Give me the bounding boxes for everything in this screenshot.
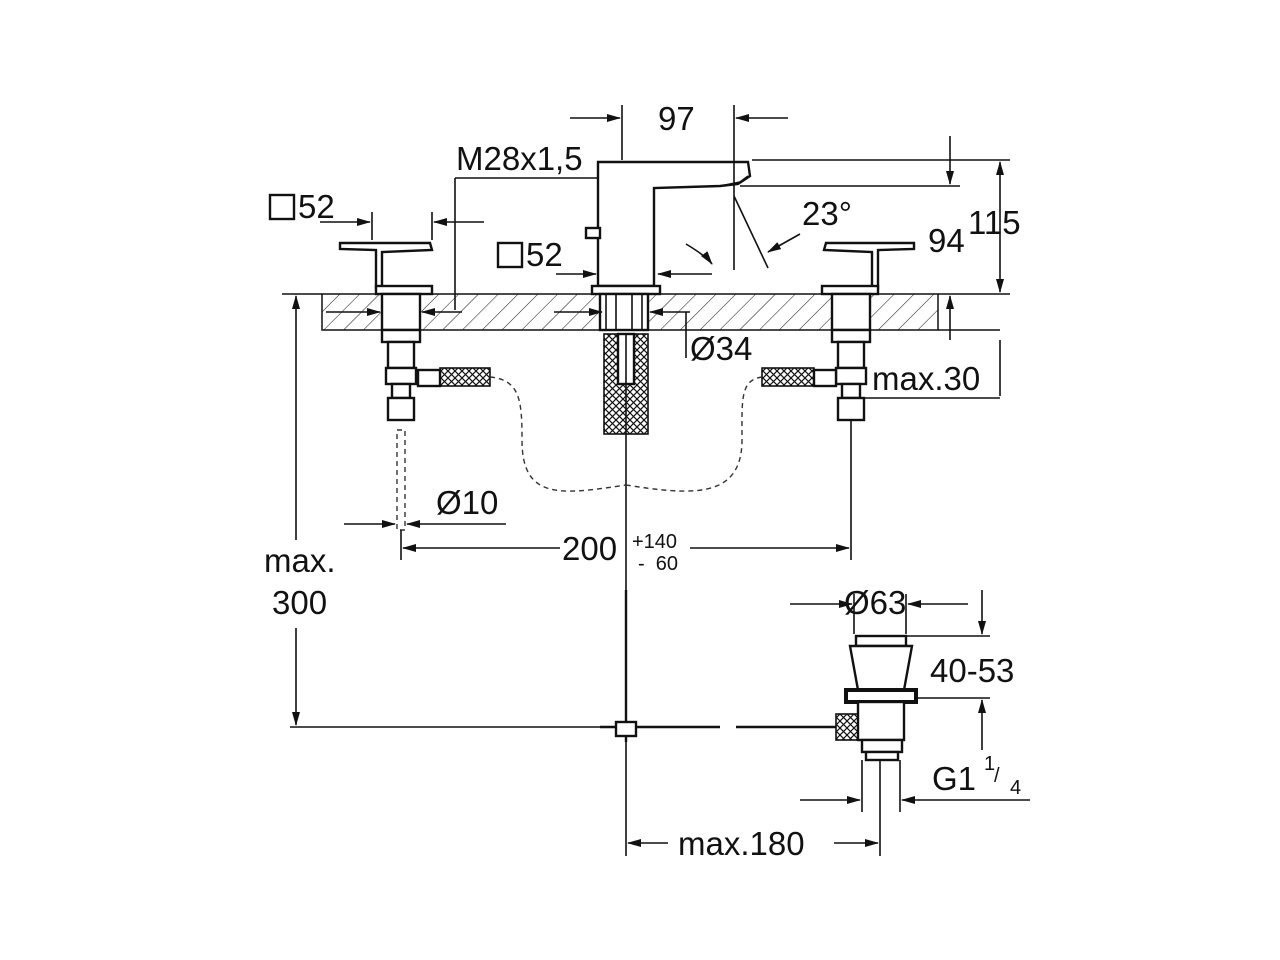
label-spacing-minus: - 60 — [638, 553, 678, 575]
label-max-30: max.30 — [872, 360, 980, 397]
label-thread-sub: 4 — [1010, 777, 1021, 799]
label-waste-40-53: 40-53 — [930, 652, 1014, 689]
label-thread-g1: G1 — [932, 760, 976, 797]
label-hole-34: Ø34 — [690, 330, 752, 367]
label-max-300-line1: max. — [264, 542, 336, 579]
label-thread: M28x1,5 — [456, 140, 583, 177]
label-square-52-left: 52 — [298, 188, 335, 225]
label-angle-23: 23° — [802, 195, 852, 232]
square-symbol-icon — [268, 193, 296, 221]
label-thread-slash: / — [994, 765, 1000, 787]
square-symbol-icon — [496, 241, 524, 269]
flex-hoses — [489, 376, 763, 492]
left-handle-valve — [338, 241, 491, 531]
label-thread-sup: 1 — [984, 753, 995, 775]
label-reach-97: 97 — [658, 100, 695, 137]
label-square-52-spout: 52 — [526, 236, 563, 273]
label-pipe-10: Ø10 — [436, 484, 498, 521]
dimension-labels: 52 52 M28x1,5 97 23° 94 115 Ø34 max.30 Ø… — [264, 100, 1021, 862]
right-handle-valve — [761, 241, 916, 560]
label-height-94: 94 — [928, 222, 965, 259]
label-max-300-line2: 300 — [272, 584, 327, 621]
label-spacing-plus: +140 — [632, 531, 677, 553]
label-waste-63: Ø63 — [844, 584, 906, 621]
spout-body — [584, 160, 752, 600]
dimension-lines — [282, 105, 1030, 856]
label-spacing-200: 200 — [562, 530, 617, 567]
label-height-115: 115 — [968, 204, 1021, 241]
label-max-180: max.180 — [678, 825, 805, 862]
waste-assembly — [600, 590, 918, 762]
